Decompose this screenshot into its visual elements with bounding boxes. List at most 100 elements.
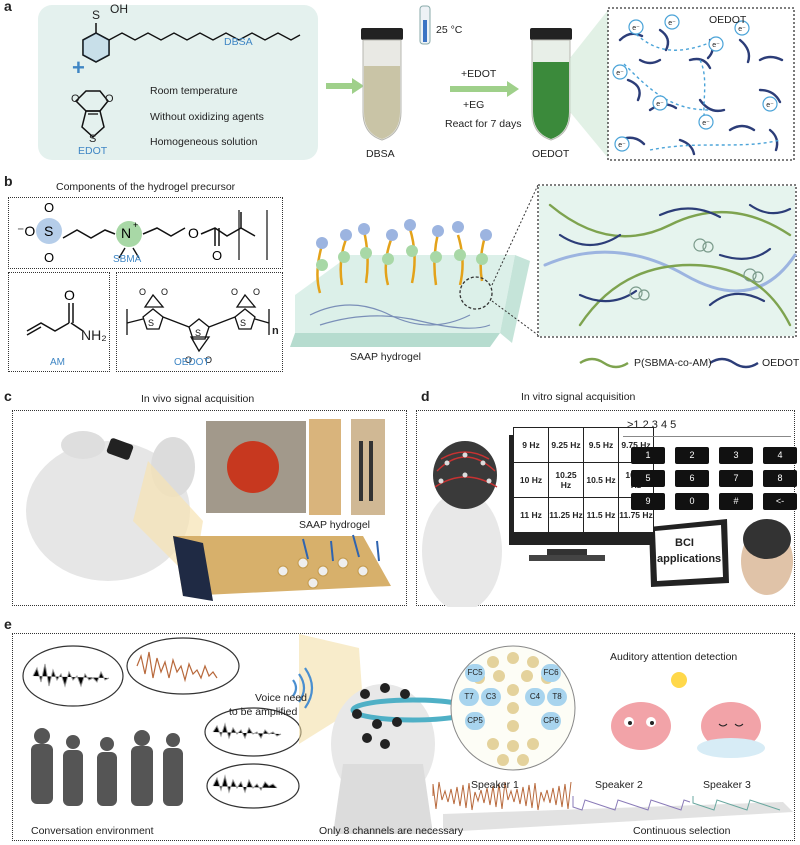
- legend-oedot: OEDOT: [762, 357, 800, 369]
- svg-text:O: O: [253, 287, 260, 297]
- svg-text:e⁻: e⁻: [668, 20, 676, 27]
- electrode-c4: C4: [525, 688, 545, 706]
- arrow-right-icon: [450, 81, 519, 97]
- key-3[interactable]: 3: [719, 447, 753, 464]
- temperature-label: 25 °C: [436, 24, 463, 36]
- key-9[interactable]: 9: [631, 493, 665, 510]
- panel-d-title: In vitro signal acquisition: [521, 391, 636, 403]
- svg-text:e⁻: e⁻: [632, 25, 640, 32]
- ssvep-cell: 10.5 Hz: [583, 462, 619, 498]
- zoom-oedot-label: OEDOT: [709, 14, 747, 26]
- panel-e-letter: e: [4, 616, 12, 632]
- svg-text:e⁻: e⁻: [616, 70, 624, 77]
- dbsa-structure: [74, 23, 301, 139]
- edot-o-top: O: [71, 93, 80, 105]
- edot-sulfur: S: [89, 133, 97, 145]
- key-backspace[interactable]: <-: [763, 493, 797, 510]
- svg-text:+: +: [133, 220, 138, 230]
- tube-dbsa-label: DBSA: [366, 148, 395, 160]
- svg-text:S: S: [44, 223, 53, 239]
- electrode-fc6: FC6: [541, 664, 561, 682]
- sbma-label: SBMA: [113, 254, 142, 265]
- components-title: Components of the hydrogel precursor: [56, 181, 236, 193]
- key-4[interactable]: 4: [763, 447, 797, 464]
- ssvep-cell: 9 Hz: [513, 427, 549, 463]
- svg-text:⁻O: ⁻O: [17, 223, 35, 239]
- mixed-speech-waveform: [572, 796, 691, 811]
- legend-psbma: P(SBMA-co-AM): [634, 357, 712, 369]
- saap-hydrogel-label: SAAP hydrogel: [350, 351, 422, 363]
- panel-c-box: In vivo signal acquisition SAAP hydrogel: [12, 393, 407, 606]
- speller-keypad: 1 2 3 4 5 6 7 8 9 0 # <-: [631, 447, 797, 510]
- panel-e-box: Voice need to be amplified Conversation …: [12, 633, 795, 841]
- am-box: O NH₂ AM: [8, 272, 110, 372]
- svg-text:e⁻: e⁻: [766, 102, 774, 109]
- hydrogel-illustration: [290, 184, 797, 369]
- speller-divider: [623, 436, 791, 437]
- bci-label: BCI: [675, 537, 694, 549]
- electrode-fc5: FC5: [465, 664, 485, 682]
- key-0[interactable]: 0: [675, 493, 709, 510]
- condition-2: Without oxidizing agents: [150, 111, 264, 123]
- am-label: AM: [50, 357, 65, 368]
- oedot-chem-label: OEDOT: [174, 357, 210, 368]
- ssvep-cell: 9.25 Hz: [548, 427, 584, 463]
- electrode-cp5: CP5: [465, 712, 485, 730]
- voice-label-2: to be amplified: [229, 706, 298, 718]
- svg-text:O: O: [44, 200, 54, 215]
- speaker-2-label: Speaker 2: [595, 779, 643, 791]
- ssvep-cell: 11.5 Hz: [583, 497, 619, 533]
- svg-text:O: O: [185, 355, 192, 365]
- panel-c-letter: c: [4, 388, 12, 404]
- condition-1: Room temperature: [150, 85, 238, 97]
- bci-applications-label: applications: [657, 553, 722, 565]
- ssvep-cell: 11 Hz: [513, 497, 549, 533]
- mixed-speech-waveform: [432, 781, 572, 811]
- electrode-t7: T7: [459, 688, 479, 706]
- electrode-c3: C3: [481, 688, 501, 706]
- edot-o-bottom: O: [105, 93, 114, 105]
- conversation-label: Conversation environment: [31, 825, 154, 837]
- ssvep-cell: 11.25 Hz: [548, 497, 584, 533]
- key-6[interactable]: 6: [675, 470, 709, 487]
- panel-a-illustration: e⁻e⁻e⁻ e⁻e⁻e⁻ e⁻e⁻e⁻: [326, 5, 795, 161]
- svg-text:S: S: [148, 318, 154, 328]
- plus-sign: +: [72, 55, 85, 80]
- sbma-box: ⁻O S O O N + O O SBMA: [8, 197, 283, 269]
- electrode-t8: T8: [547, 688, 567, 706]
- svg-text:O: O: [188, 225, 199, 241]
- panel-d-letter: d: [421, 388, 430, 404]
- svg-text:e⁻: e⁻: [656, 101, 664, 108]
- probe-hydrogel-label: SAAP hydrogel: [299, 519, 371, 531]
- key-8[interactable]: 8: [763, 470, 797, 487]
- svg-text:O: O: [212, 248, 222, 263]
- key-2[interactable]: 2: [675, 447, 709, 464]
- electrode-cp6: CP6: [541, 712, 561, 730]
- reaction-time: React for 7 days: [445, 118, 522, 130]
- key-hash[interactable]: #: [719, 493, 753, 510]
- svg-text:S: S: [240, 318, 246, 328]
- svg-text:O: O: [139, 287, 146, 297]
- svg-text:e⁻: e⁻: [738, 26, 746, 33]
- speller-input-display: >1 2 3 4 5: [627, 419, 677, 431]
- key-7[interactable]: 7: [719, 470, 753, 487]
- edot-label: EDOT: [78, 145, 108, 157]
- key-1[interactable]: 1: [631, 447, 665, 464]
- arrow-right-icon: [326, 78, 364, 94]
- svg-text:O: O: [205, 355, 212, 365]
- panel-b-letter: b: [4, 173, 13, 189]
- condition-3: Homogeneous solution: [150, 136, 258, 148]
- svg-text:O: O: [231, 287, 238, 297]
- ssvep-cell: 10 Hz: [513, 462, 549, 498]
- nh2-label: NH₂: [81, 327, 107, 343]
- key-5[interactable]: 5: [631, 470, 665, 487]
- speaker-1-label: Speaker 1: [471, 779, 519, 791]
- continuous-label: Continuous selection: [633, 825, 731, 837]
- mixed-speech-waveform: [692, 796, 781, 811]
- svg-text:O: O: [64, 287, 75, 303]
- svg-text:e⁻: e⁻: [712, 42, 720, 49]
- n-label: n: [272, 325, 279, 337]
